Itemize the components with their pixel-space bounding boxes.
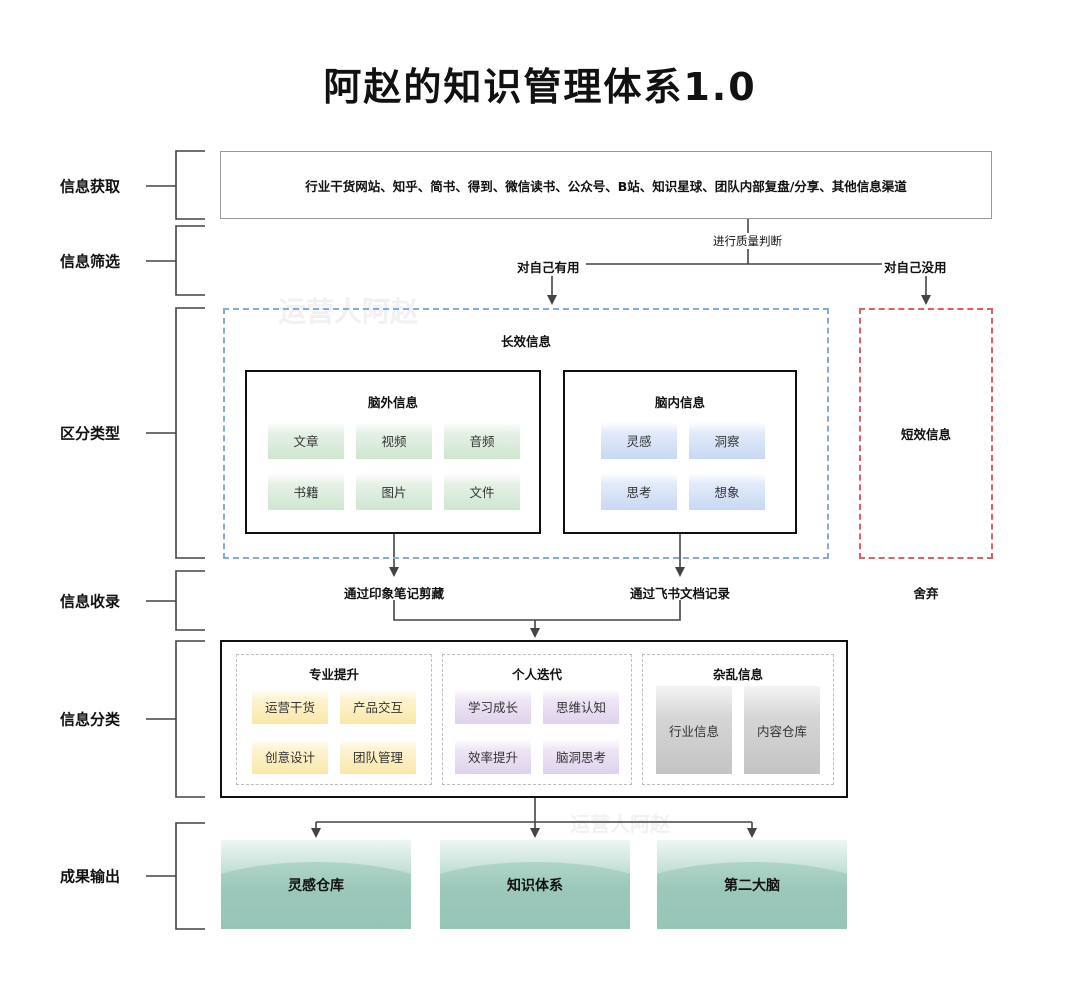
professional-title: 专业提升 [308, 667, 359, 682]
tile-files: 文件 [444, 473, 520, 510]
stage-label-record: 信息收录 [60, 592, 121, 611]
useful-label: 对自己有用 [515, 257, 582, 276]
misc-title: 杂乱信息 [712, 667, 763, 682]
tile-images: 图片 [356, 473, 432, 510]
output-inspiration-label: 灵感仓库 [288, 877, 344, 894]
tile-inspiration: 灵感 [601, 422, 677, 459]
sources-text: 行业干货网站、知乎、简书、得到、微信读书、公众号、B站、知识星球、团队内部复盘/… [305, 178, 907, 194]
useless-label: 对自己没用 [882, 257, 949, 276]
tile-insight: 洞察 [689, 422, 765, 459]
stage-label-categorize: 信息分类 [60, 710, 121, 729]
record-feishu-label: 通过飞书文档记录 [629, 586, 730, 601]
tile-creative-design: 创意设计 [252, 739, 328, 774]
output-second-brain-label: 第二大脑 [724, 877, 780, 894]
sources-box: 行业干货网站、知乎、简书、得到、微信读书、公众号、B站、知识星球、团队内部复盘/… [220, 151, 992, 219]
tile-books: 书籍 [268, 473, 344, 510]
tile-content-warehouse: 内容仓库 [744, 686, 820, 774]
tile-audio: 音频 [444, 422, 520, 459]
tile-learning-growth: 学习成长 [455, 689, 531, 724]
internal-info-title: 脑内信息 [654, 395, 705, 410]
tile-team-management: 团队管理 [340, 739, 416, 774]
tile-brainstorm: 脑洞思考 [543, 739, 619, 774]
tile-ops-tips: 运营干货 [252, 689, 328, 724]
record-evernote-label: 通过印象笔记剪藏 [343, 586, 444, 601]
output-knowledge-label: 知识体系 [507, 877, 563, 894]
tile-thinking: 思考 [601, 473, 677, 510]
stage-label-acquire: 信息获取 [60, 177, 121, 196]
long-term-container [223, 308, 829, 559]
external-info-panel: 脑外信息 文章 视频 音频 书籍 图片 文件 [245, 370, 541, 534]
short-term-label: 短效信息 [900, 427, 951, 442]
tile-imagination: 想象 [689, 473, 765, 510]
personal-group: 个人迭代 学习成长 思维认知 效率提升 脑洞思考 [442, 654, 632, 785]
long-term-title: 长效信息 [500, 334, 551, 349]
output-second-brain: 第二大脑 [657, 840, 847, 929]
categories-panel: 专业提升 运营干货 产品交互 创意设计 团队管理 个人迭代 学习成长 思维认知 … [220, 640, 848, 798]
external-info-title: 脑外信息 [367, 395, 418, 410]
stage-label-classify-type: 区分类型 [60, 424, 121, 443]
output-knowledge-system: 知识体系 [440, 840, 630, 929]
output-inspiration-warehouse: 灵感仓库 [221, 840, 411, 929]
quality-judge-label: 进行质量判断 [711, 233, 784, 249]
stage-label-filter: 信息筛选 [60, 252, 121, 271]
discard-label: 舍弃 [913, 586, 939, 601]
professional-group: 专业提升 运营干货 产品交互 创意设计 团队管理 [236, 654, 432, 785]
watermark-top: 运营人阿赵 [278, 295, 419, 328]
stage-label-output: 成果输出 [60, 867, 121, 886]
tile-video: 视频 [356, 422, 432, 459]
watermark-bottom: 运营人阿赵 [570, 812, 670, 836]
page-title: 阿赵的知识管理体系1.0 [323, 65, 757, 109]
internal-info-panel: 脑内信息 灵感 洞察 思考 想象 [563, 370, 797, 534]
misc-group: 杂乱信息 行业信息 内容仓库 [642, 654, 834, 785]
tile-efficiency: 效率提升 [455, 739, 531, 774]
personal-title: 个人迭代 [511, 667, 562, 682]
tile-industry-info: 行业信息 [656, 686, 732, 774]
tile-article: 文章 [268, 422, 344, 459]
tile-thinking-cognition: 思维认知 [543, 689, 619, 724]
tile-product-interaction: 产品交互 [340, 689, 416, 724]
short-term-box: 短效信息 [859, 308, 993, 559]
